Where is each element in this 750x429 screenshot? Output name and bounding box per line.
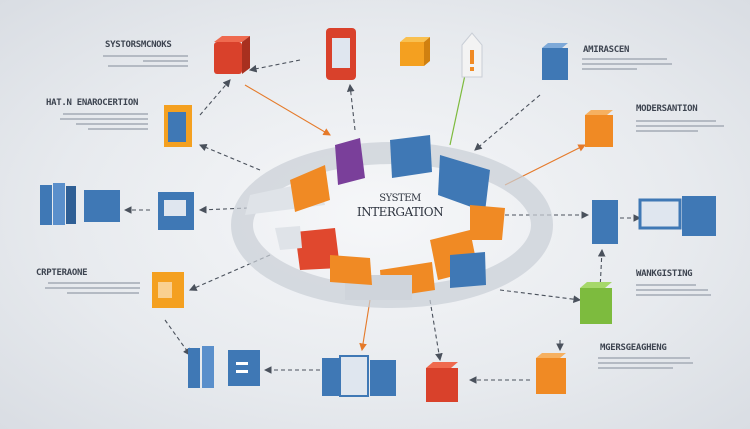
arrow xyxy=(429,299,443,362)
orange-cube-icon xyxy=(536,353,566,394)
arrow-orange xyxy=(244,84,331,136)
center-title: SYSTEM xyxy=(379,193,421,204)
description-text xyxy=(45,279,140,294)
arrow xyxy=(499,289,582,304)
arrow xyxy=(248,59,301,73)
blue-document-icon xyxy=(322,355,396,397)
label-mid-left: HAT.N ENAROCERTION xyxy=(46,98,139,108)
description-text xyxy=(636,281,711,296)
description-text xyxy=(60,110,148,130)
arrow-orange xyxy=(359,299,371,352)
description-text xyxy=(636,117,726,132)
description-text xyxy=(582,55,672,70)
arrow-green xyxy=(449,74,466,146)
blue-books-icon xyxy=(40,183,120,225)
connector-arrows xyxy=(123,59,642,384)
label-mid-right: MODERSANTION xyxy=(636,104,698,114)
arrow xyxy=(199,79,231,116)
orange-folder-icon xyxy=(164,105,192,147)
orange-cube-icon xyxy=(152,272,184,308)
arrow xyxy=(164,319,191,356)
red-server-icon xyxy=(326,28,356,80)
green-cube-icon xyxy=(580,282,612,324)
orange-cube-icon xyxy=(585,110,613,147)
label-top-right: AMIRASCEN xyxy=(583,45,630,55)
red-cube-icon xyxy=(426,362,458,402)
label-lower-right: WANKGISTING xyxy=(636,269,693,279)
label-top-left: SYSTORSMCNOKS xyxy=(105,40,172,50)
orange-cube-icon xyxy=(400,37,430,66)
warning-tag-icon xyxy=(461,32,483,78)
red-cube-icon xyxy=(214,36,250,74)
center-subtitle: INTERGATION xyxy=(356,205,444,219)
blue-books-icon xyxy=(188,346,260,388)
label-lower-left: CRPTERAONE xyxy=(36,268,88,278)
arrow xyxy=(198,143,261,171)
description-text xyxy=(598,354,693,369)
arrow xyxy=(346,83,356,131)
label-bottom-right: MGERSGEAGHENG xyxy=(600,343,667,353)
arrow xyxy=(474,94,541,151)
description-text xyxy=(100,52,188,67)
blue-screen-icon xyxy=(158,192,194,230)
blue-server-icon xyxy=(542,43,568,80)
integration-ring xyxy=(231,135,553,308)
blue-panel-icon xyxy=(592,196,716,244)
